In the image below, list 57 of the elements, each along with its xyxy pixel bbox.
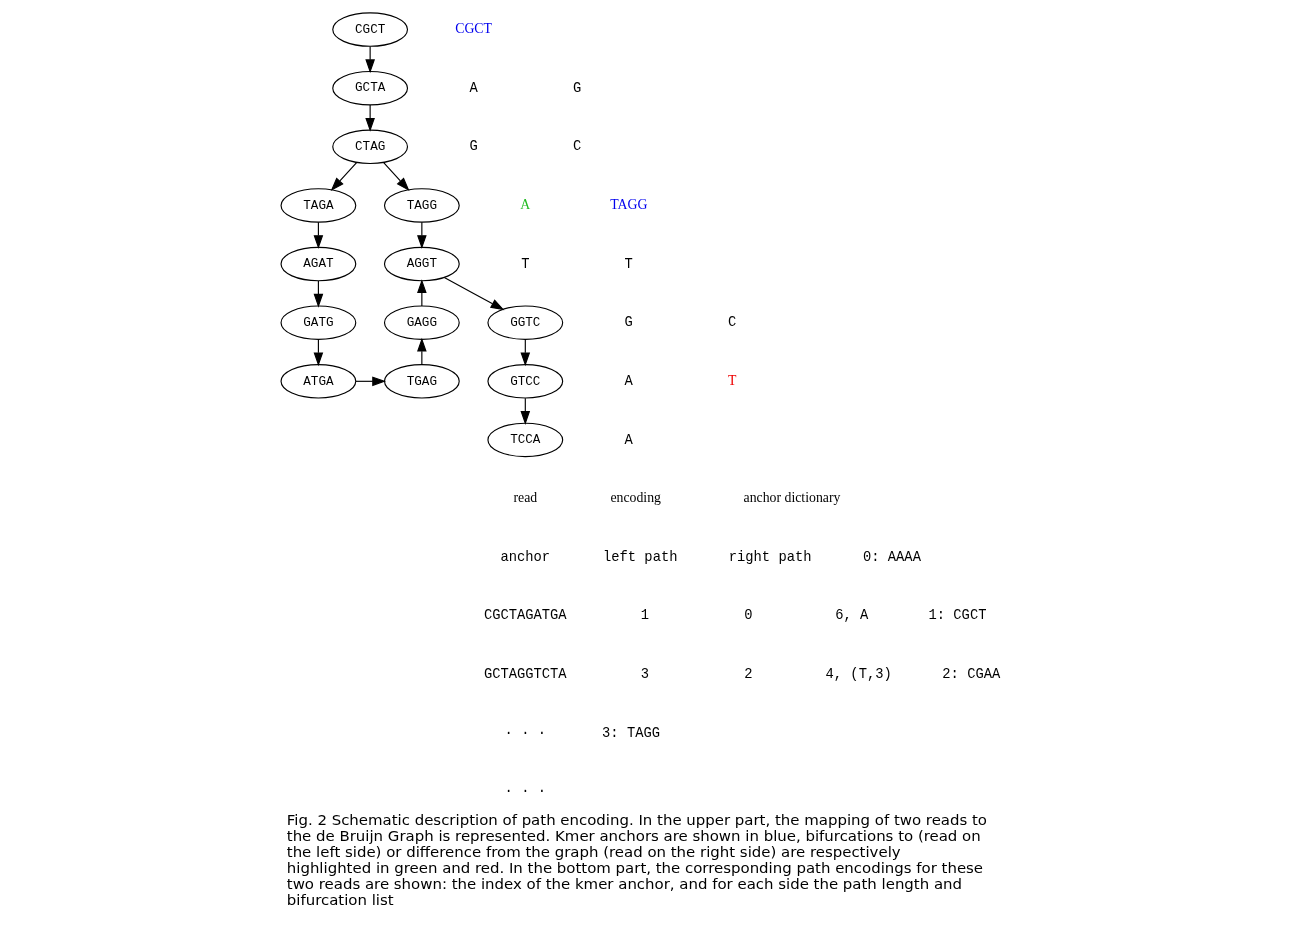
label: 3: TAGG (601, 725, 660, 741)
arrow (416, 221, 427, 250)
node-ellipse: AGAT (279, 246, 356, 282)
label: G (624, 315, 633, 331)
label: anchor (499, 549, 550, 565)
label: G (468, 139, 478, 155)
node-ellipse: TAGG (383, 188, 460, 223)
label: 6, A (834, 608, 868, 624)
node-ellipse: TGAG (383, 364, 460, 399)
label: G (572, 80, 581, 96)
node-ellipse: GAGG (383, 305, 460, 340)
label: · · · (504, 784, 546, 800)
label: anchor dictionary (743, 490, 840, 506)
label: 4, (T,3) (825, 666, 892, 682)
label: CGCT (454, 21, 492, 37)
arrow (330, 161, 357, 191)
label: 2 (743, 666, 752, 682)
node-ellipse: TAGA (279, 188, 356, 223)
label: right path (728, 549, 811, 565)
label: TAGG (609, 197, 647, 213)
node-ellipse: AGGT (383, 246, 460, 282)
label: CGCTAGATGA (483, 608, 567, 624)
arrow (364, 104, 375, 132)
label: 2: CGAA (941, 666, 1000, 682)
label: A (519, 197, 530, 213)
caption: Fig. 2 Schematic description of path encoding. In the upper part, the mapping of two reads to the de Bruijn Graph is represented. Kmer anchors are shown in blue, bifurcations to (read on the left side) or difference from the graph (read on the right side) are respectively highlighted in green and red. In the bottom part, the corresponding path encodings for these two reads are shown: the index of the kmer anchor, and for each side the path length and bifurcation list (286, 810, 987, 910)
label: C (727, 315, 736, 331)
node-ellipse: GCTA (331, 70, 408, 106)
arrow (416, 337, 427, 366)
node-ellipse: GATG (279, 305, 356, 340)
label: T (520, 256, 529, 272)
arrow (416, 279, 427, 307)
arrow (364, 45, 375, 74)
node-ellipse: GTCC (486, 364, 563, 399)
label: T (727, 372, 736, 388)
arrow (382, 161, 410, 191)
label: encoding (609, 490, 661, 506)
label: 3 (640, 666, 649, 682)
label: 1: CGCT (928, 608, 986, 624)
node-ellipse: TCCA (486, 422, 563, 458)
node-ellipse: GGTC (486, 305, 563, 340)
label: A (468, 80, 478, 96)
label: 1 (640, 608, 649, 624)
label: left path (602, 549, 677, 565)
label: A (624, 373, 633, 389)
label: A (624, 432, 633, 448)
node-ellipse: CGCT (331, 12, 408, 47)
label: · · · (504, 725, 546, 741)
arrow (443, 276, 504, 311)
label: C (572, 139, 581, 155)
node-ellipse: CTAG (331, 129, 408, 165)
label: GCTAGGTCTA (483, 666, 567, 682)
label: 0 (743, 608, 752, 624)
label: T (624, 256, 633, 272)
node-ellipse: ATGA (279, 364, 356, 399)
label: read (512, 490, 537, 506)
label: 0: AAAA (862, 549, 921, 565)
